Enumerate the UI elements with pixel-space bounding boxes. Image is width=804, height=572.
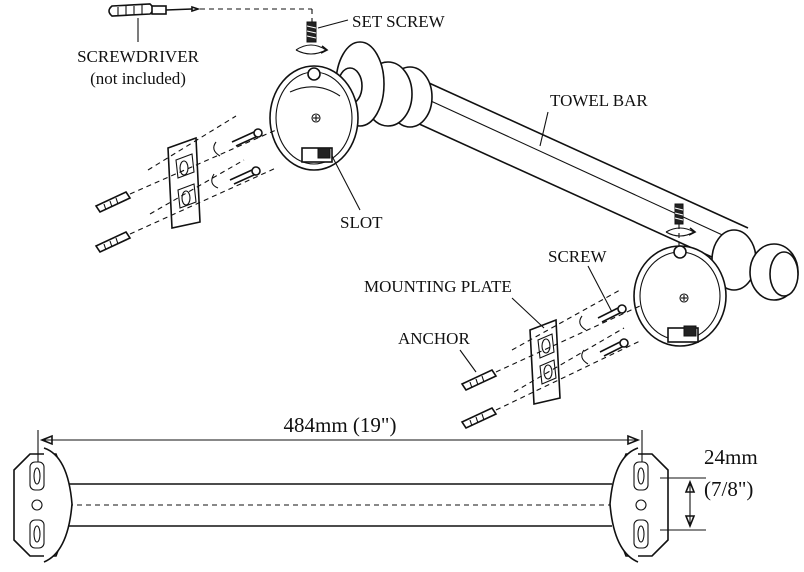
set-screw-icon — [295, 21, 329, 55]
right-anchors — [460, 368, 498, 430]
anchor-label: ANCHOR — [398, 329, 470, 348]
towel-bar-leader — [539, 111, 549, 147]
slot-leader — [331, 155, 361, 211]
screwdriver-icon — [108, 3, 201, 17]
screwdriver-label: SCREWDRIVER — [77, 47, 200, 66]
left-guide-lines — [129, 115, 277, 235]
left-screws — [211, 128, 263, 189]
height-mm-label: 24mm — [704, 445, 758, 469]
left-bracket — [269, 65, 359, 171]
right-screws — [579, 304, 629, 365]
set-screw-right-icon — [665, 203, 697, 246]
towel-bar-label: TOWEL BAR — [550, 91, 648, 110]
right-guide-lines — [495, 289, 643, 411]
left-anchors — [94, 190, 132, 254]
front-view — [13, 447, 669, 563]
right-end-cap — [711, 229, 799, 301]
screw-label: SCREW — [548, 247, 608, 266]
right-mounting-plate — [529, 318, 561, 405]
towel-bar-rod — [405, 77, 749, 269]
set-screw-leader — [317, 19, 349, 29]
mounting-plate-label: MOUNTING PLATE — [364, 277, 512, 296]
height-dimension — [660, 477, 706, 531]
mounting-plate-leader — [511, 297, 545, 329]
height-in-label: (7/8") — [704, 477, 753, 501]
left-mounting-plate — [167, 136, 201, 229]
screw-leader — [587, 265, 613, 313]
length-dimension — [37, 430, 643, 462]
right-bracket — [633, 245, 727, 347]
anchor-leader — [459, 349, 477, 373]
set-screw-label: SET SCREW — [352, 12, 446, 31]
length-dimension-label: 484mm (19") — [284, 413, 397, 437]
slot-label: SLOT — [340, 213, 383, 232]
not-included-label: (not included) — [90, 69, 186, 88]
